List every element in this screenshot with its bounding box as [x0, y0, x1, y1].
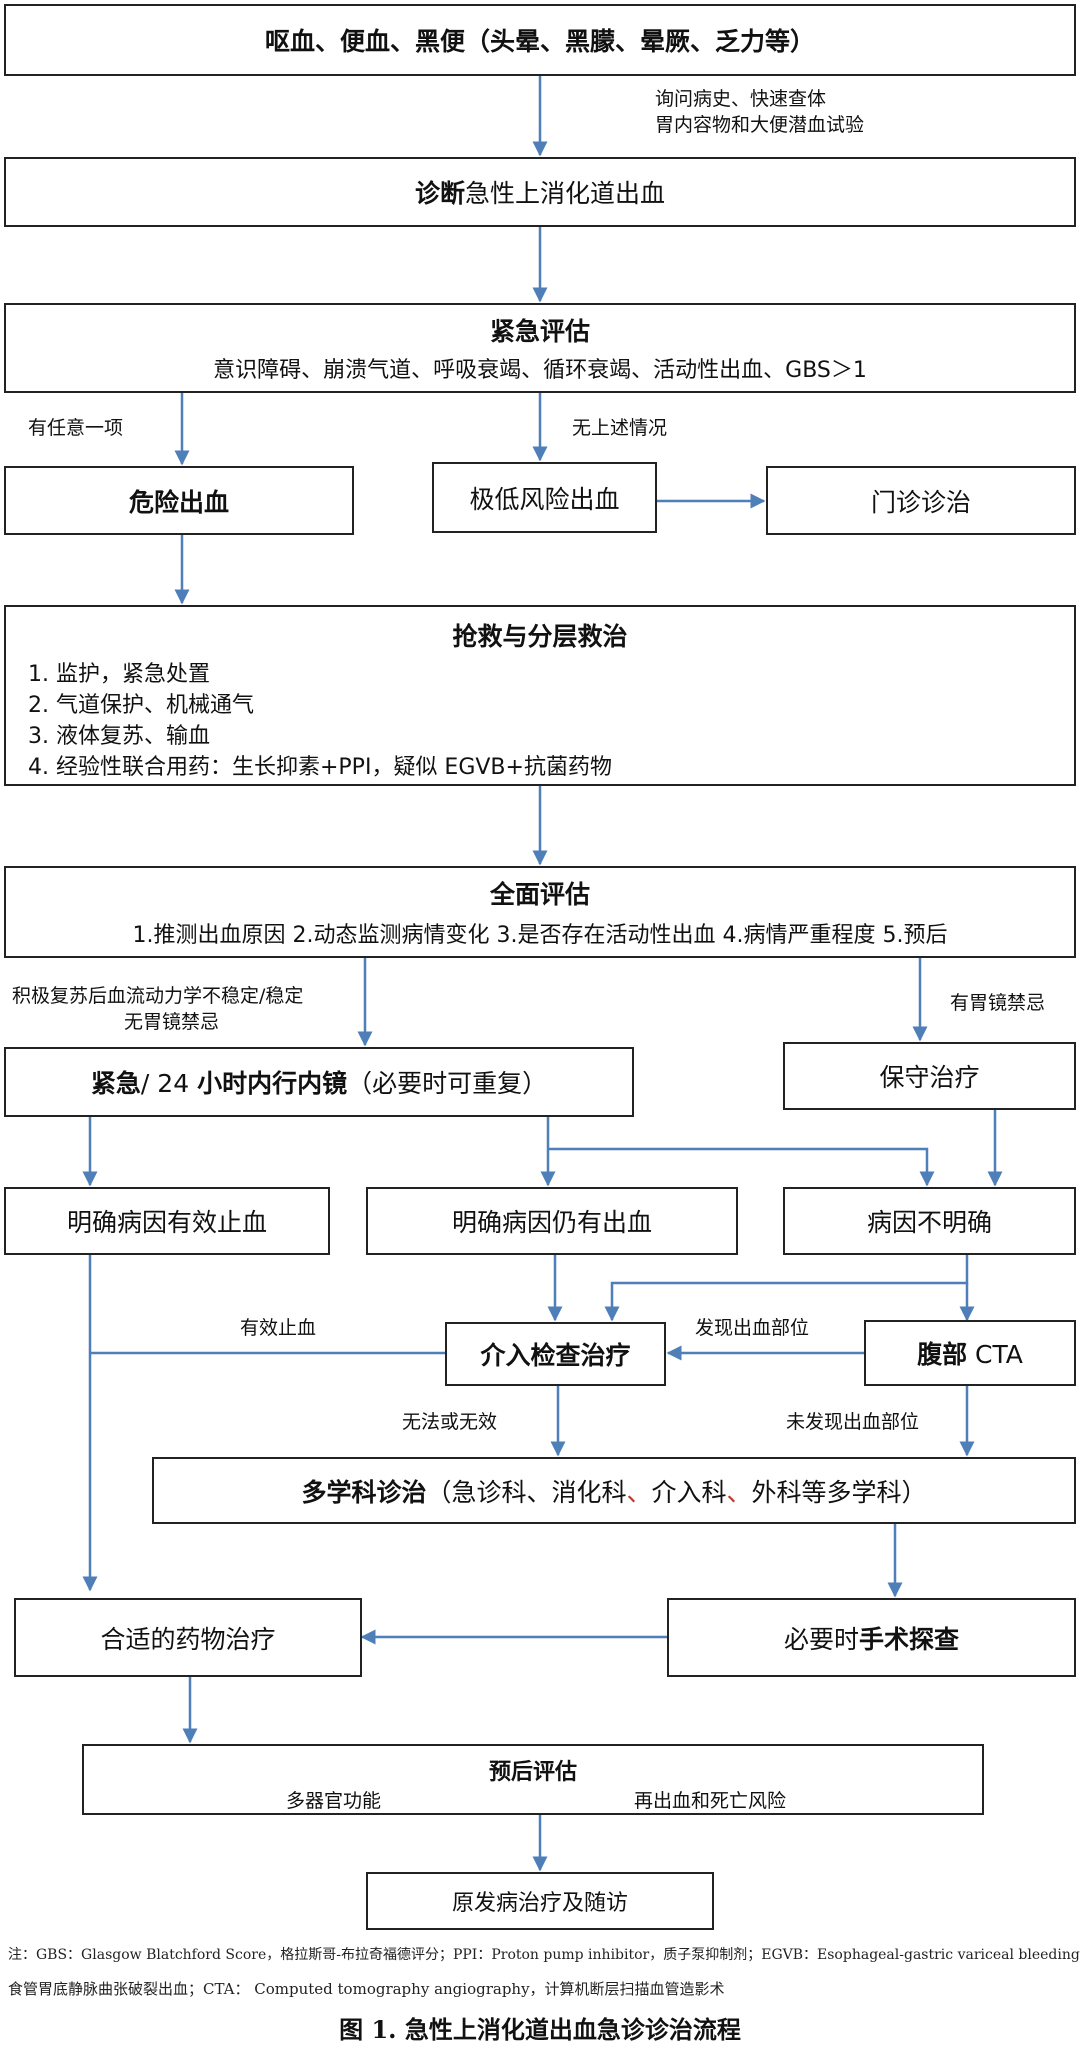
diagnosis-box: 诊断急性上消化道出血 — [4, 157, 1076, 227]
danger-bleeding-text: 危险出血 — [128, 487, 229, 517]
prognosis-organ-function: 多器官功能 — [286, 1790, 382, 1812]
endoscopy-24h: 小时内行内镜 — [197, 1069, 348, 1098]
outpatient-box: 门诊诊治 — [766, 466, 1076, 535]
edge-label-effective: 有效止血 — [240, 1317, 317, 1339]
symptoms-box: 呕血、便血、黑便（头晕、黑朦、晕厥、乏力等） — [4, 4, 1076, 76]
primary-followup-text: 原发病治疗及随访 — [451, 1891, 628, 1916]
diagnosis-prefix: 诊断 — [414, 179, 465, 208]
edge-label-no-contraindication: 无胃镜禁忌 — [124, 1011, 220, 1033]
symptoms-text: 呕血、便血、黑便（头晕、黑朦、晕厥、乏力等） — [264, 27, 815, 56]
drug-therapy-box: 合适的药物治疗 — [14, 1598, 362, 1677]
clear-cause-stopped-text: 明确病因有效止血 — [66, 1208, 267, 1237]
comprehensive-assessment-title: 全面评估 — [489, 880, 590, 909]
drug-therapy-text: 合适的药物治疗 — [100, 1624, 276, 1654]
outpatient-text: 门诊诊治 — [870, 487, 971, 517]
endoscopy-urgent: 紧急 — [90, 1069, 141, 1098]
rescue-item: 2. 气道保护、机械通气 — [28, 693, 254, 718]
multidisciplinary-dept-a: （急诊科、消化科 — [426, 1477, 627, 1507]
urgent-assessment-detail: 意识障碍、崩溃气道、呼吸衰竭、循环衰竭、活动性出血、GBS＞1 — [213, 358, 867, 383]
arrow-endo-unclear — [548, 1147, 935, 1187]
edge-label-not-found-site: 未发现出血部位 — [786, 1411, 920, 1433]
edge-label-any: 有任意一项 — [28, 417, 124, 439]
edge-label-found-site: 发现出血部位 — [695, 1317, 810, 1339]
surgery-prefix: 必要时 — [783, 1624, 859, 1654]
endoscopy-slash: / 24 — [140, 1069, 198, 1098]
surgery-box: 必要时手术探查 — [667, 1598, 1076, 1677]
prognosis-title: 预后评估 — [488, 1760, 577, 1785]
multidisciplinary-title: 多学科诊治 — [301, 1477, 427, 1507]
edge-label-contraindication: 有胃镜禁忌 — [950, 992, 1046, 1014]
clear-cause-bleeding-text: 明确病因仍有出血 — [451, 1208, 652, 1237]
prognosis-rebleed-risk: 再出血和死亡风险 — [634, 1790, 787, 1812]
clear-cause-stopped-box: 明确病因有效止血 — [4, 1187, 330, 1255]
edge-label-none: 无上述情况 — [572, 417, 668, 439]
very-low-risk-box: 极低风险出血 — [432, 462, 657, 533]
rescue-item: 4. 经验性联合用药：生长抑素+PPI，疑似 EGVB+抗菌药物 — [28, 755, 612, 780]
rescue-box: 抢救与分层救治 1. 监护，紧急处置 2. 气道保护、机械通气 3. 液体复苏、… — [4, 605, 1076, 786]
very-low-risk-text: 极低风险出血 — [469, 484, 620, 514]
edge-label-ineffective: 无法或无效 — [402, 1411, 498, 1433]
urgent-assessment-title: 紧急评估 — [489, 317, 590, 346]
multidisciplinary-dept-b: 介入科 — [651, 1477, 727, 1507]
edge-label-hemodynamics: 积极复苏后血流动力学不稳定/稳定 — [12, 985, 304, 1007]
endoscopy-box: 紧急/ 24 小时内行内镜（必要时可重复） — [4, 1047, 634, 1117]
abdominal-cta-text: CTA — [967, 1340, 1023, 1369]
abdominal-cta-bold: 腹部 — [917, 1340, 968, 1369]
surgery-text: 手术探查 — [859, 1624, 960, 1654]
urgent-assessment-box: 紧急评估 意识障碍、崩溃气道、呼吸衰竭、循环衰竭、活动性出血、GBS＞1 — [4, 303, 1076, 393]
comprehensive-assessment-detail: 1.推测出血原因 2.动态监测病情变化 3.是否存在活动性出血 4.病情严重程度… — [132, 923, 948, 948]
interventional-box: 介入检查治疗 — [445, 1322, 666, 1386]
footnote-line-1: 注：GBS：Glasgow Blatchford Score，格拉斯哥-布拉奇福… — [8, 1947, 1080, 1963]
edge-label-history: 询问病史、快速查体 — [655, 88, 827, 110]
unclear-cause-text: 病因不明确 — [866, 1208, 992, 1237]
multidisciplinary-box: 多学科诊治（急诊科、消化科、介入科、外科等多学科） — [152, 1457, 1076, 1524]
danger-bleeding-box: 危险出血 — [4, 466, 354, 535]
rescue-item: 3. 液体复苏、输血 — [28, 724, 210, 749]
rescue-title: 抢救与分层救治 — [452, 622, 628, 651]
endoscopy-repeat: （必要时可重复） — [347, 1069, 548, 1098]
diagnosis-text: 急性上消化道出血 — [465, 179, 666, 208]
multidisciplinary-sep-1: 、 — [626, 1477, 652, 1507]
rescue-item: 1. 监护，紧急处置 — [28, 662, 210, 687]
figure-caption: 图 1. 急性上消化道出血急诊诊治流程 — [339, 2015, 741, 2044]
arrow-unclear-interv — [604, 1255, 969, 1322]
interventional-text: 介入检查治疗 — [480, 1341, 631, 1370]
prognosis-box: 预后评估 多器官功能 再出血和死亡风险 — [82, 1744, 984, 1815]
comprehensive-assessment-box: 全面评估 1.推测出血原因 2.动态监测病情变化 3.是否存在活动性出血 4.病… — [4, 866, 1076, 958]
edge-label-tests: 胃内容物和大便潜血试验 — [655, 114, 865, 136]
abdominal-cta-box: 腹部 CTA — [864, 1320, 1076, 1386]
clear-cause-bleeding-box: 明确病因仍有出血 — [366, 1187, 738, 1255]
conservative-text: 保守治疗 — [879, 1063, 980, 1092]
primary-followup-box: 原发病治疗及随访 — [366, 1872, 714, 1930]
footnote-line-2: 食管胃底静脉曲张破裂出血；CTA： Computed tomography an… — [8, 1980, 725, 1998]
unclear-cause-box: 病因不明确 — [783, 1187, 1076, 1255]
conservative-box: 保守治疗 — [783, 1042, 1076, 1110]
multidisciplinary-dept-c: 外科等多学科） — [751, 1477, 927, 1507]
multidisciplinary-sep-2: 、 — [726, 1477, 752, 1507]
